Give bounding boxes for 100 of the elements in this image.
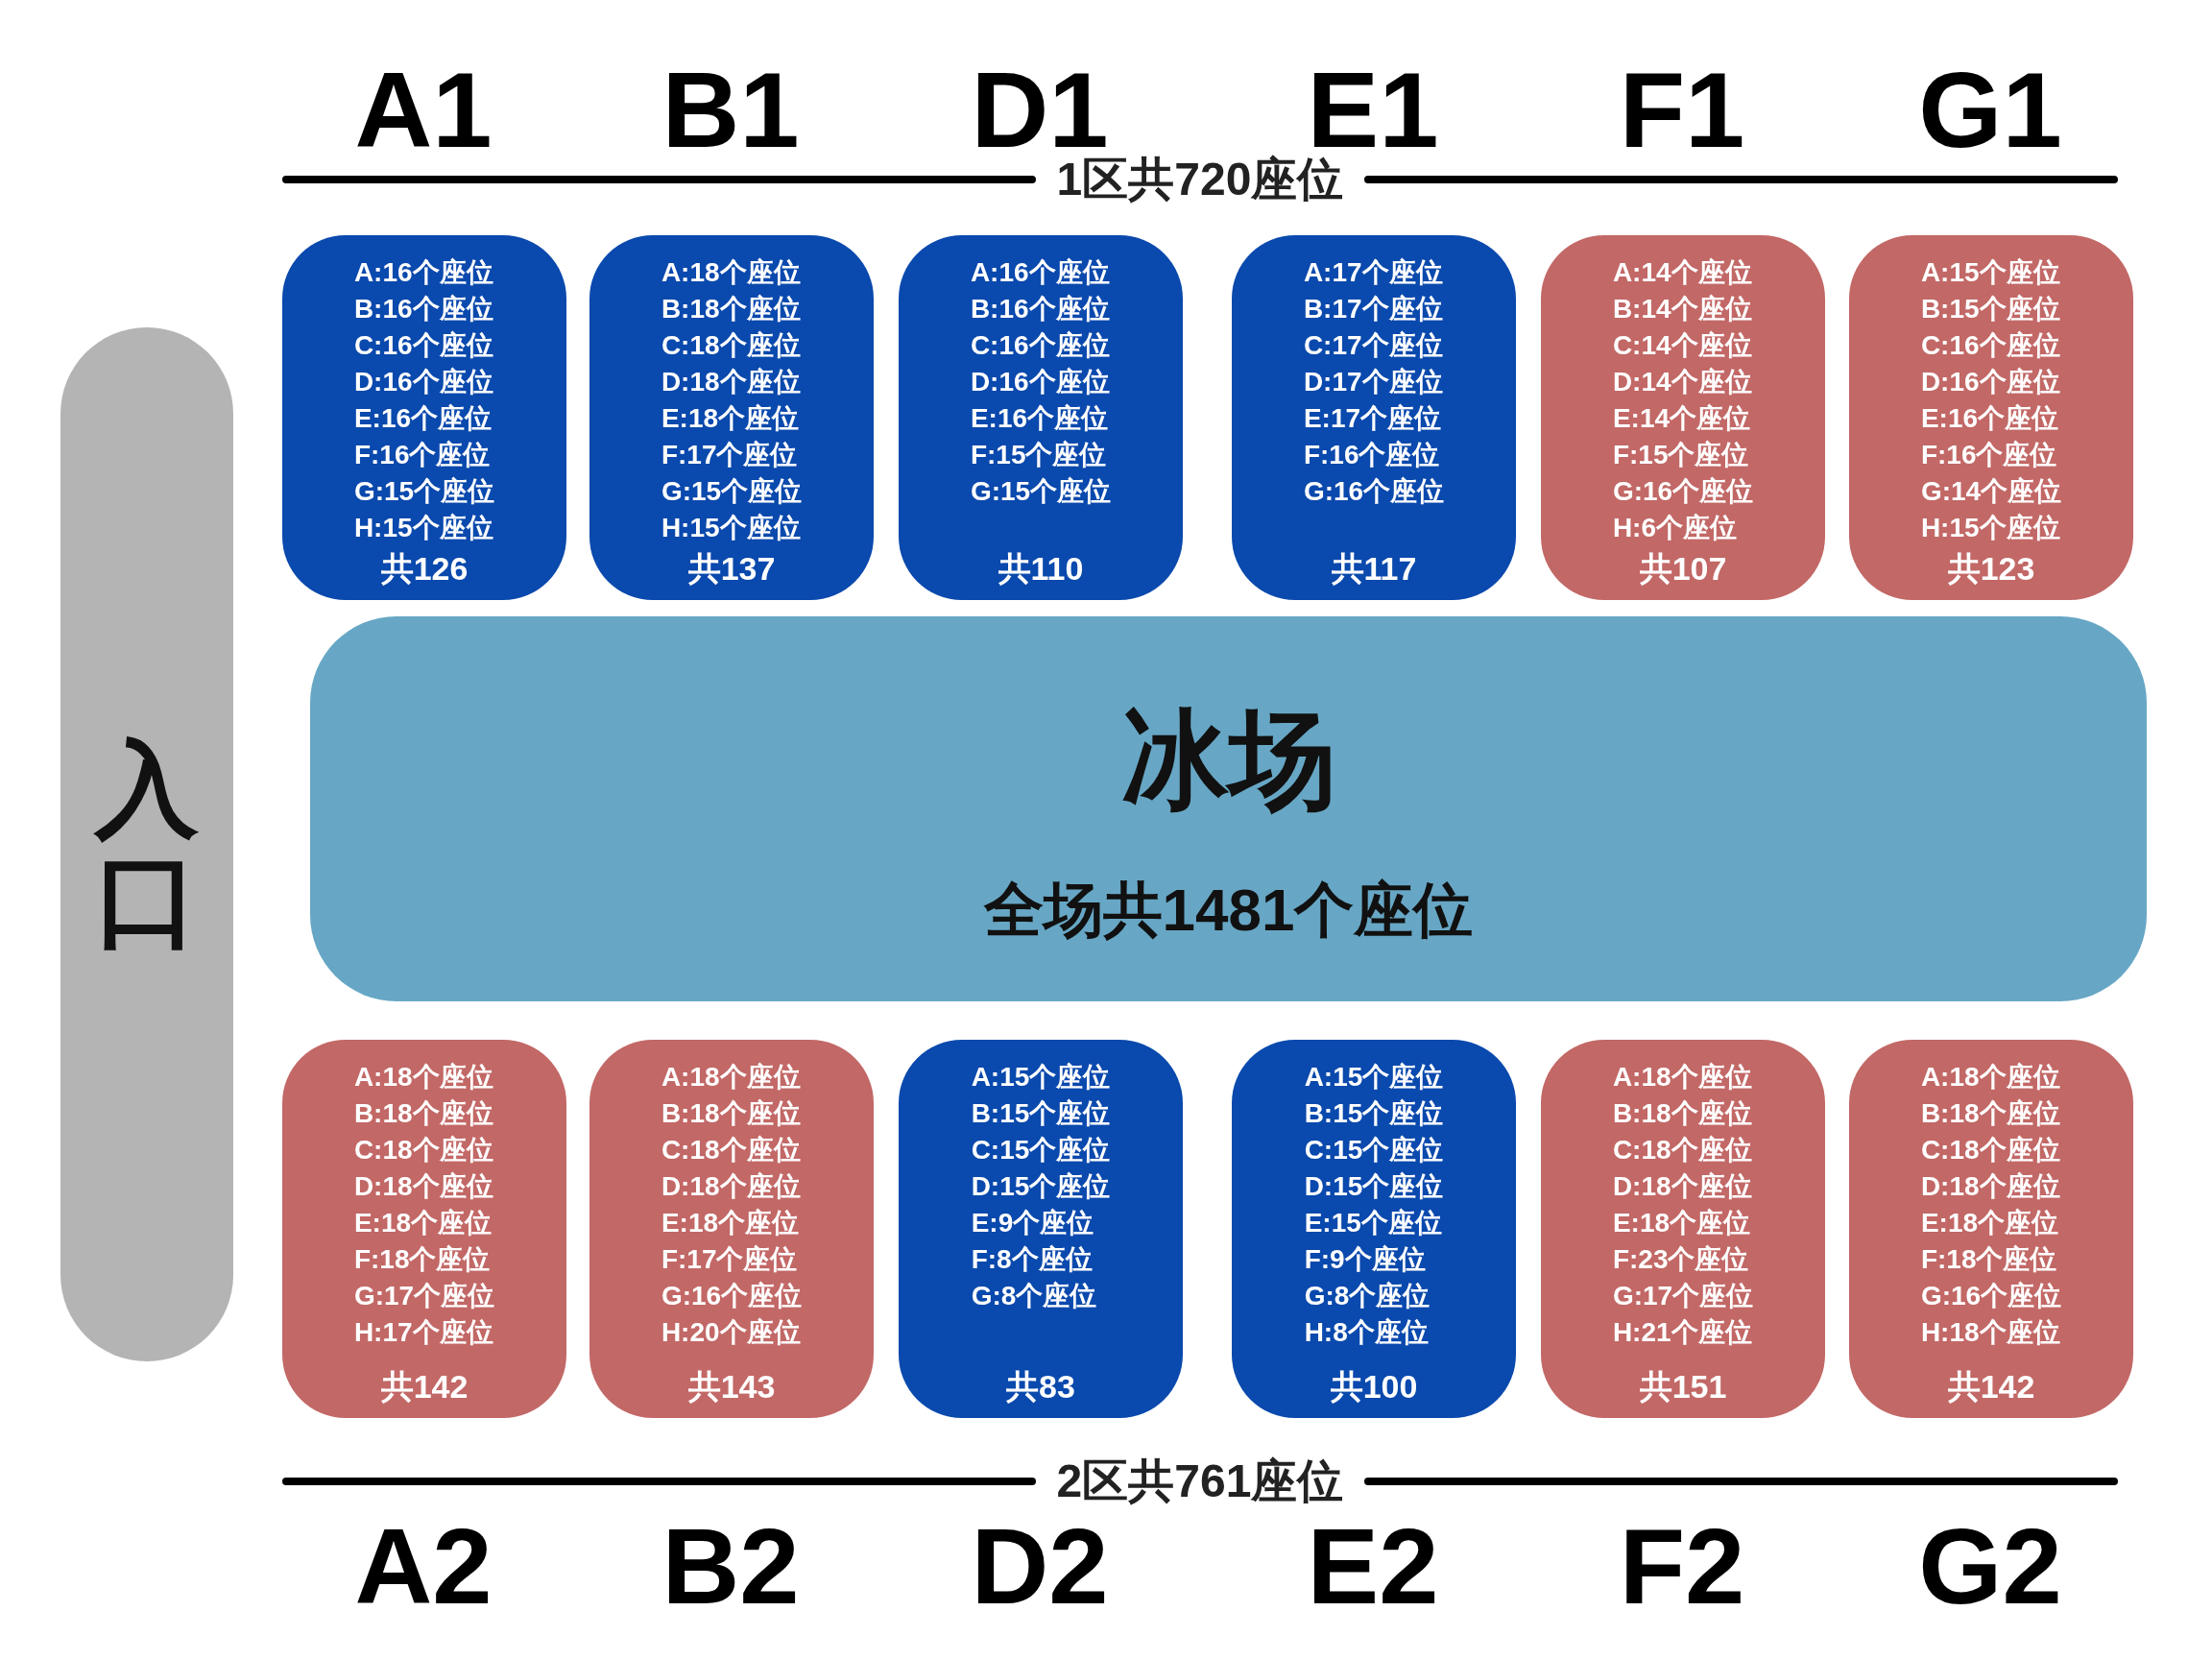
row-seat-count: G:8个座位 — [971, 1280, 1097, 1312]
row-seat-count: H:21个座位 — [1612, 1316, 1752, 1349]
row-seat-count: F:16个座位 — [353, 439, 491, 471]
section-total: 共100 — [1330, 1368, 1418, 1405]
row-seat-count: B:15个座位 — [1920, 293, 2060, 325]
row-seat-count: B:16个座位 — [970, 293, 1110, 325]
section-total: 共142 — [1947, 1368, 2035, 1405]
row-seat-count: A:14个座位 — [1612, 256, 1752, 289]
row-seat-count: D:18个座位 — [1612, 1170, 1752, 1203]
section-label: F1 — [1619, 57, 1745, 164]
section-label: B2 — [661, 1513, 800, 1621]
section-total: 共107 — [1639, 550, 1727, 587]
section-label: B1 — [661, 57, 800, 164]
row-seat-count: A:16个座位 — [970, 256, 1110, 289]
row-seat-count: F:16个座位 — [1303, 439, 1440, 471]
row-seat-count: E:16个座位 — [1920, 402, 2059, 435]
seating-section-box — [899, 1040, 1183, 1418]
row-seat-count: G:16个座位 — [1920, 1280, 2062, 1312]
row-seat-count: A:15个座位 — [971, 1061, 1111, 1094]
row-seat-count: D:18个座位 — [1920, 1170, 2060, 1203]
row-seat-count: F:15个座位 — [970, 439, 1107, 471]
row-seat-count: B:18个座位 — [661, 293, 801, 325]
seating-section-box — [282, 1040, 566, 1418]
section-label: E2 — [1307, 1513, 1439, 1621]
section-total: 共143 — [687, 1368, 776, 1405]
section-total: 共142 — [380, 1368, 469, 1405]
rink-title: 冰场 — [1120, 703, 1336, 818]
seating-section-box — [282, 235, 566, 600]
seating-section-box — [1849, 235, 2133, 600]
row-seat-count: E:16个座位 — [353, 402, 493, 435]
row-seat-count: E:15个座位 — [1304, 1207, 1442, 1239]
row-seat-count: F:18个座位 — [353, 1243, 491, 1276]
row-seat-count: E:9个座位 — [971, 1207, 1094, 1239]
row-seat-count: D:16个座位 — [1920, 366, 2060, 398]
row-seat-count: B:18个座位 — [353, 1097, 493, 1130]
row-seat-count: D:16个座位 — [970, 366, 1110, 398]
section-label: A1 — [354, 57, 493, 164]
row-seat-count: G:14个座位 — [1920, 475, 2062, 508]
row-seat-count: C:18个座位 — [661, 329, 801, 362]
row-seat-count: G:17个座位 — [1612, 1280, 1754, 1312]
row-seat-count: H:20个座位 — [661, 1316, 801, 1349]
row-seat-count: D:15个座位 — [971, 1170, 1111, 1203]
section-total: 共137 — [687, 550, 776, 587]
seating-section-box — [589, 1040, 874, 1418]
section-label: D2 — [971, 1513, 1109, 1621]
seating-section-box — [899, 235, 1183, 600]
row-seat-count: D:17个座位 — [1303, 366, 1443, 398]
section-label: A2 — [354, 1513, 493, 1621]
ice-rink-area — [310, 616, 2147, 1001]
row-seat-count: C:18个座位 — [1612, 1134, 1752, 1166]
row-seat-count: C:15个座位 — [971, 1134, 1111, 1166]
row-seat-count: A:18个座位 — [661, 1061, 801, 1094]
section-total: 共151 — [1639, 1368, 1727, 1405]
row-seat-count: A:18个座位 — [661, 256, 801, 289]
row-seat-count: G:16个座位 — [1612, 475, 1754, 508]
row-seat-count: H:18个座位 — [1920, 1316, 2060, 1349]
row-seat-count: H:15个座位 — [661, 512, 801, 544]
row-seat-count: B:15个座位 — [971, 1097, 1111, 1130]
row-seat-count: F:23个座位 — [1612, 1243, 1749, 1276]
row-seat-count: G:15个座位 — [353, 475, 495, 508]
section-total: 共123 — [1947, 550, 2035, 587]
row-seat-count: A:18个座位 — [353, 1061, 493, 1094]
row-seat-count: A:17个座位 — [1303, 256, 1443, 289]
row-seat-count: D:16个座位 — [353, 366, 493, 398]
row-seat-count: A:15个座位 — [1920, 256, 2060, 289]
row-seat-count: A:16个座位 — [353, 256, 493, 289]
row-seat-count: F:17个座位 — [661, 439, 798, 471]
row-seat-count: C:16个座位 — [970, 329, 1110, 362]
row-seat-count: G:16个座位 — [661, 1280, 803, 1312]
row-seat-count: C:18个座位 — [353, 1134, 493, 1166]
row-seat-count: C:15个座位 — [1304, 1134, 1444, 1166]
row-seat-count: E:17个座位 — [1303, 402, 1442, 435]
row-seat-count: D:14个座位 — [1612, 366, 1752, 398]
row-seat-count: F:18个座位 — [1920, 1243, 2057, 1276]
row-seat-count: D:18个座位 — [353, 1170, 493, 1203]
row-seat-count: F:16个座位 — [1920, 439, 2057, 471]
section-label: G1 — [1918, 57, 2062, 164]
row-seat-count: E:18个座位 — [353, 1207, 493, 1239]
zone-seat-total: 2区共761座位 — [1056, 1455, 1344, 1508]
row-seat-count: G:15个座位 — [661, 475, 803, 508]
row-seat-count: E:18个座位 — [1920, 1207, 2059, 1239]
row-seat-count: B:18个座位 — [1612, 1097, 1752, 1130]
row-seat-count: B:14个座位 — [1612, 293, 1752, 325]
entrance-label: 入口 — [94, 733, 200, 956]
row-seat-count: B:18个座位 — [1920, 1097, 2060, 1130]
section-total: 共83 — [1006, 1368, 1075, 1405]
row-seat-count: E:18个座位 — [661, 402, 800, 435]
row-seat-count: C:16个座位 — [1920, 329, 2060, 362]
row-seat-count: F:17个座位 — [661, 1243, 798, 1276]
row-seat-count: D:15个座位 — [1304, 1170, 1444, 1203]
seating-section-box — [1232, 1040, 1516, 1418]
row-seat-count: C:16个座位 — [353, 329, 493, 362]
row-seat-count: F:8个座位 — [971, 1243, 1093, 1276]
row-seat-count: D:18个座位 — [661, 366, 801, 398]
row-seat-count: F:9个座位 — [1304, 1243, 1426, 1276]
row-seat-count: E:16个座位 — [970, 402, 1109, 435]
row-seat-count: G:8个座位 — [1304, 1280, 1431, 1312]
seating-section-box — [1849, 1040, 2133, 1418]
row-seat-count: H:17个座位 — [353, 1316, 493, 1349]
row-seat-count: C:18个座位 — [1920, 1134, 2060, 1166]
